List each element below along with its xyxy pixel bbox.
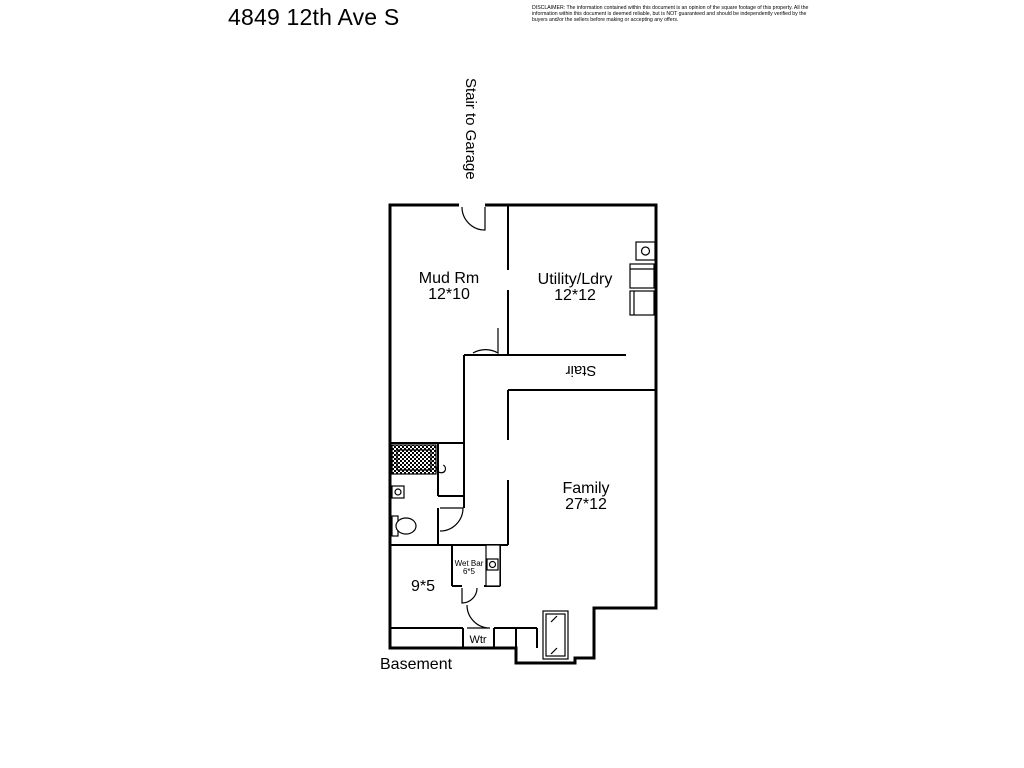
property-address: 4849 12th Ave S [228,4,400,30]
bath-sink-icon [391,485,405,499]
interior-walls [390,205,656,648]
water-heater-label: Wtr [469,634,486,646]
mud-room-door [472,328,499,355]
garage-stair-door [461,206,486,231]
stair-to-garage-label: Stair to Garage [462,78,479,180]
family-room-dims: 27*12 [565,496,607,513]
utility-room-name: Utility/Ldry [538,271,613,288]
disclaimer-text: DISCLAIMER: The information contained wi… [532,5,809,24]
wet-bar-dims: 6*5 [463,567,476,576]
bath-door [439,507,464,532]
bedroom-dims: 9*5 [411,578,435,595]
wet-bar-door [461,587,478,604]
washer-icon [629,263,655,289]
wet-bar-sink-icon [486,558,499,571]
fixtures [391,241,656,660]
floor-label: Basement [380,656,453,673]
family-room-name: Family [562,480,609,497]
laundry-sink-icon [635,241,656,261]
mud-room-name: Mud Rm [419,270,479,287]
wet-bar-name: Wet Bar [455,559,484,568]
door-swings [439,206,499,629]
exterior-walls [388,203,658,665]
stair-label: Stair [566,362,597,379]
closet-label: C [433,464,449,474]
mud-room-dims: 12*10 [428,286,470,303]
utility-room-dims: 12*12 [554,287,596,304]
water-heater-door [466,604,491,629]
toilet-bowl-icon [395,517,417,535]
